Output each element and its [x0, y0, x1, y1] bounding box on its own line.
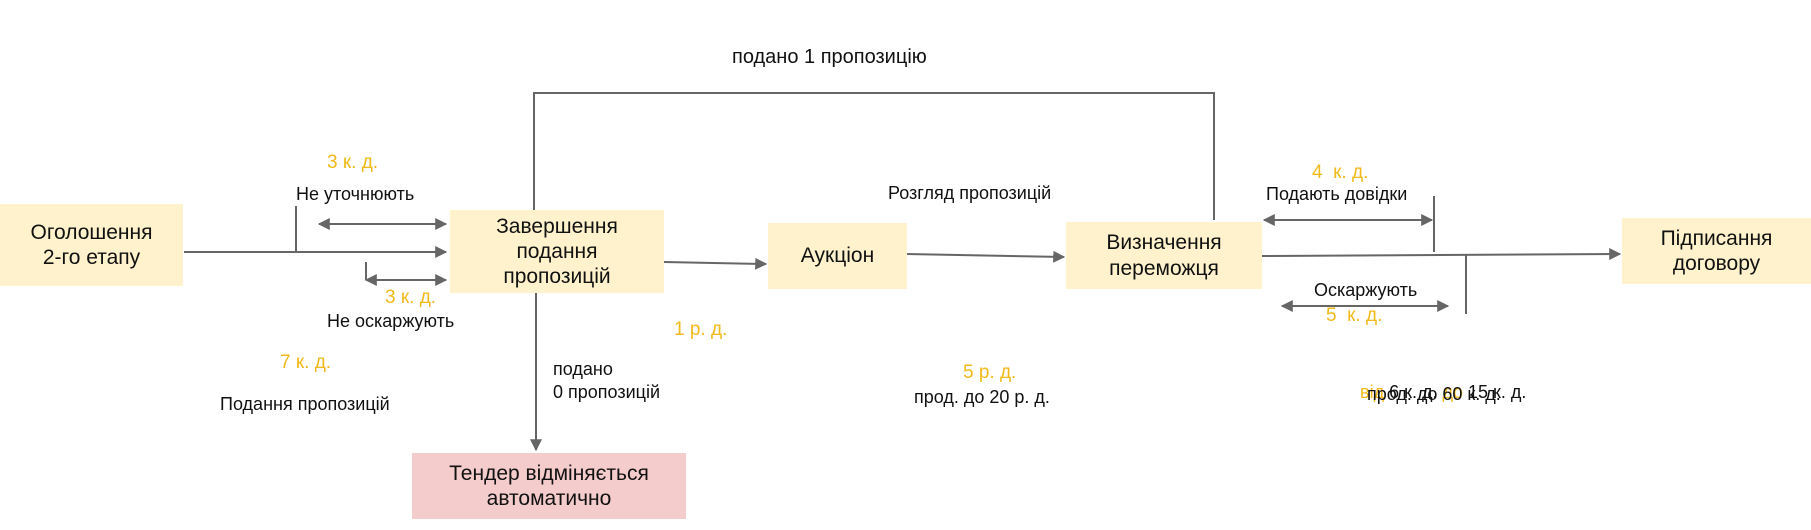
node-auction: Аукціон: [768, 223, 907, 289]
node-winner-line1: Визначення: [1106, 231, 1222, 255]
node-winner-line2: переможця: [1109, 256, 1219, 280]
label-no-appeal: Не оскаржують: [327, 311, 455, 331]
node-submission-end-line2: подання: [516, 239, 598, 263]
label-sign-from: від: [1360, 381, 1385, 402]
label-appeal-days: 3 к. д.: [385, 287, 437, 308]
label-certs: Подають довідки: [1266, 184, 1408, 204]
label-submission: Подання пропозицій: [220, 394, 390, 414]
label-clarify-days: 3 к. д.: [327, 152, 379, 173]
label-sign-period: від 6 к. д. до 15 к. д.: [1350, 358, 1526, 403]
label-appeal2: Оскаржують: [1314, 280, 1418, 300]
node-cancel-line1: Тендер відміняється: [449, 461, 649, 485]
node-submission-end-line3: пропозицій: [503, 265, 611, 289]
label-no-clarify: Не уточнюють: [296, 184, 415, 204]
node-submission-end-line1: Завершення: [496, 214, 618, 238]
node-signing-line2: договору: [1672, 252, 1761, 275]
label-review-ext: прод. до 20 р. д.: [914, 387, 1050, 407]
label-zero-proposals-line1: подано: [553, 359, 613, 379]
bypass-one-proposal: [533, 92, 1215, 220]
label-submission-days: 7 к. д.: [280, 352, 332, 373]
label-auction-days: 1 р. д.: [674, 319, 728, 340]
node-signing-line1: Підписання: [1660, 226, 1773, 250]
label-sign-ext: прод. до 60 к. д.: [1367, 384, 1501, 404]
arrow-submission-to-auction: [663, 257, 768, 270]
label-certs-days: 4 к. д.: [1312, 162, 1369, 183]
label-one-proposal: подано 1 пропозицію: [732, 46, 927, 68]
arrow-winner-to-signing: [1261, 248, 1622, 261]
label-sign-from-val: 6 к. д.: [1384, 381, 1443, 402]
arrow-auction-to-winner: [905, 250, 1066, 263]
node-auction-line1: Аукціон: [800, 244, 875, 268]
label-appeal2-days: 5 к. д.: [1326, 305, 1383, 326]
label-sign-to: до: [1442, 381, 1464, 402]
label-review-days: 5 р. д.: [963, 362, 1017, 383]
label-sign-to-val: 15 к. д.: [1463, 381, 1527, 402]
label-review: Розгляд пропозицій: [888, 183, 1052, 203]
node-cancel-line2: автоматично: [486, 487, 612, 510]
node-announce-line2: 2-го етапу: [42, 246, 141, 269]
node-announce-line1: Оголошення: [30, 220, 153, 244]
label-zero-proposals-line2: 0 пропозицій: [553, 381, 661, 402]
